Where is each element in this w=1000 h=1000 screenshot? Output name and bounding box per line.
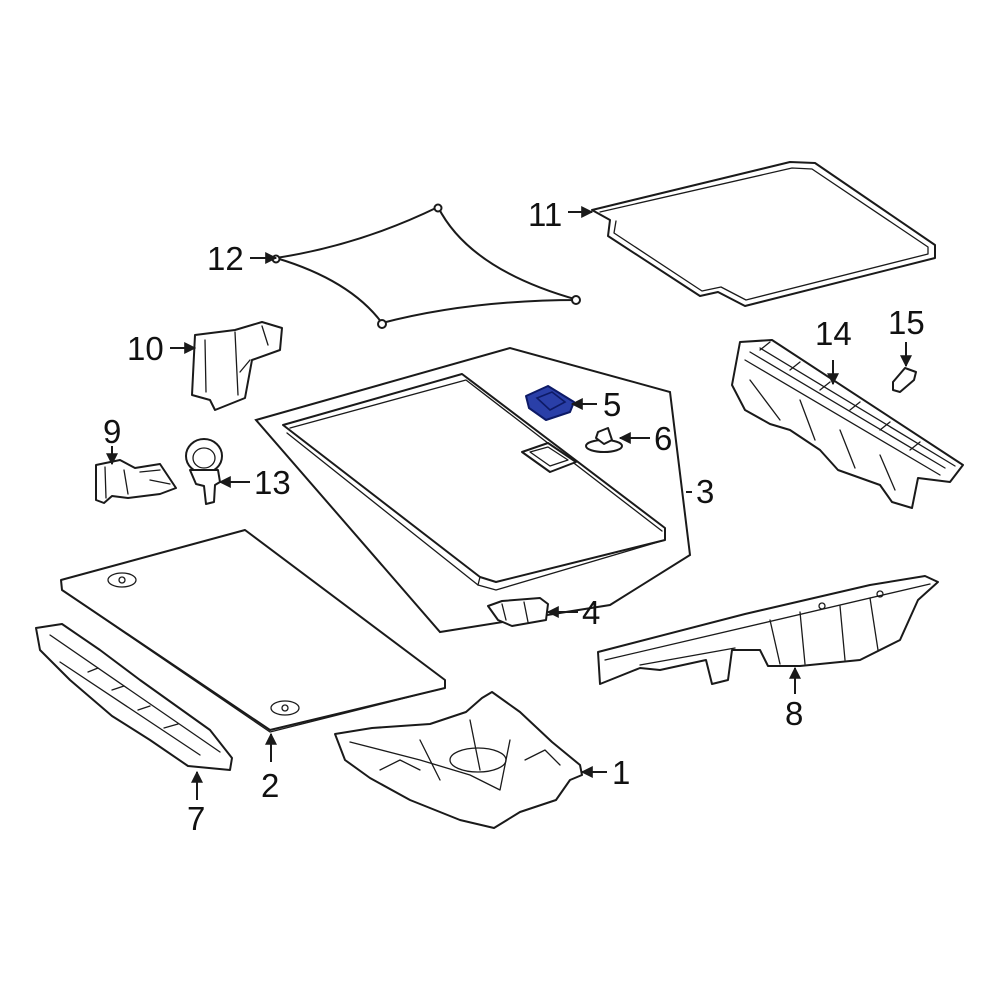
part-4-bracket[interactable]	[487, 597, 549, 627]
callout-6: 6	[654, 420, 672, 457]
part-11-cargo-mat[interactable]	[591, 161, 936, 307]
callout-14: 14	[815, 315, 852, 352]
callout-3: 3	[696, 473, 714, 510]
callout-4: 4	[582, 594, 600, 631]
callout-15: 15	[888, 304, 925, 341]
part-15-clip[interactable]	[892, 367, 917, 393]
callout-1: 1	[612, 754, 630, 791]
part-10-bracket[interactable]	[191, 321, 283, 411]
part-13-tie-down-hook[interactable]	[185, 438, 223, 505]
part-7-sill-trim[interactable]	[35, 623, 233, 771]
part-1-storage-tray[interactable]	[334, 691, 583, 829]
callout-2: 2	[261, 767, 279, 804]
callout-8: 8	[785, 695, 803, 732]
part-12-cargo-net[interactable]	[271, 203, 581, 329]
callout-7: 7	[187, 800, 205, 837]
part-5-handle[interactable]	[525, 385, 575, 421]
part-2-floor-board[interactable]	[60, 529, 446, 733]
callout-10: 10	[127, 330, 164, 367]
part-14-sill-panel[interactable]	[731, 339, 964, 509]
callout-13: 13	[254, 464, 291, 501]
part-3-load-floor[interactable]	[282, 373, 666, 591]
leader-lines	[106, 206, 912, 800]
part-3-group-outline	[254, 346, 692, 634]
callout-5: 5	[603, 386, 621, 423]
callout-9: 9	[103, 413, 121, 450]
callout-labels: 11 12 10 9 13 5 6 3 4 14 15 2 7 8 1	[103, 196, 925, 837]
part-9-bracket[interactable]	[95, 459, 177, 504]
part-8-rear-panel[interactable]	[597, 575, 939, 685]
callout-11: 11	[528, 196, 562, 233]
callout-12: 12	[207, 240, 244, 277]
part-6-hook[interactable]	[585, 427, 623, 453]
